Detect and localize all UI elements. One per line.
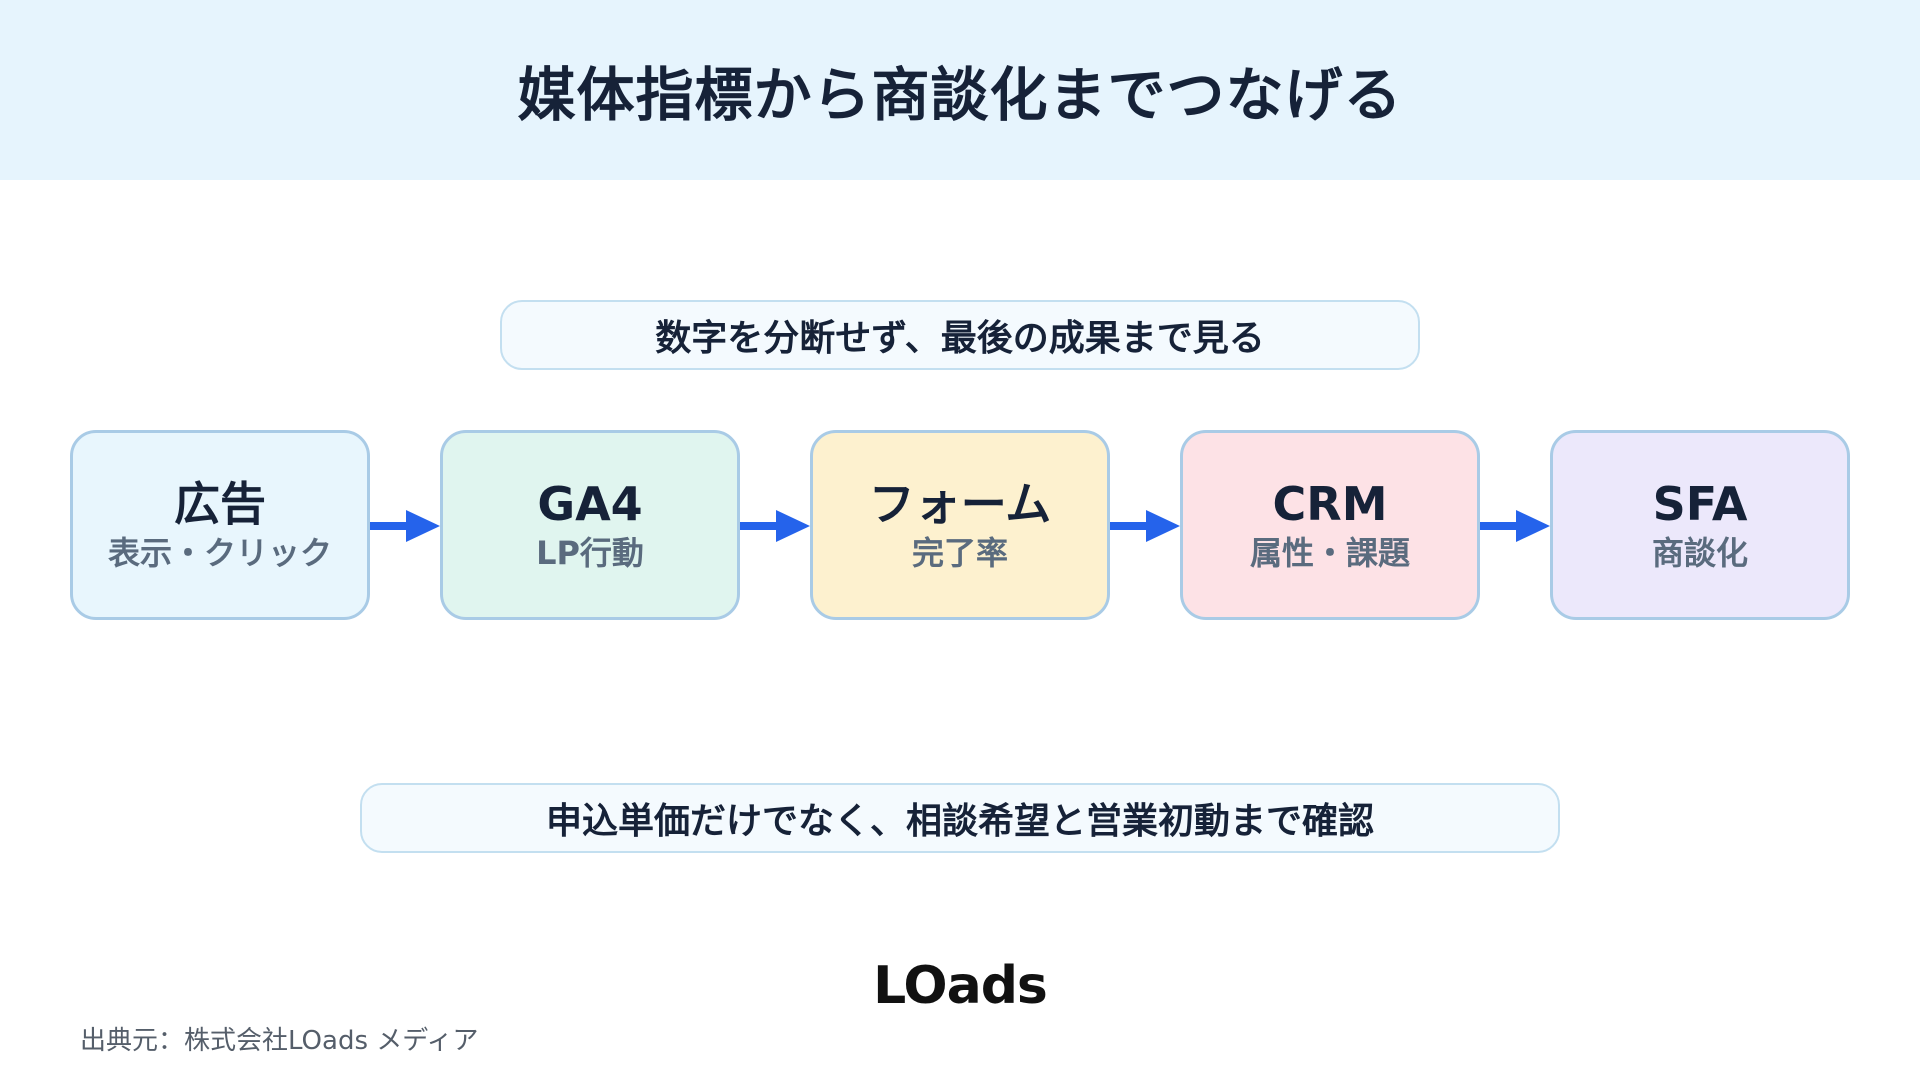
flow-step-subtitle: 属性・課題 xyxy=(1249,533,1410,572)
flow-step-subtitle: 表示・クリック xyxy=(107,533,332,572)
page-title: 媒体指標から商談化までつなげる xyxy=(517,61,1403,129)
flow-step-ad: 広告 表示・クリック xyxy=(70,430,370,620)
flow-step-subtitle: 商談化 xyxy=(1651,533,1748,572)
flow-step-title: GA4 xyxy=(537,477,643,532)
flow-step-subtitle: 完了率 xyxy=(911,533,1008,572)
arrow-right-icon xyxy=(740,510,810,542)
loads-logo: LOads xyxy=(870,956,1050,1016)
flow-step-title: 広告 xyxy=(174,477,266,532)
top-message-text: 数字を分断せず、最後の成果まで見る xyxy=(655,318,1265,359)
flow-step-crm: CRM 属性・課題 xyxy=(1180,430,1480,620)
source-caption: 出典元：株式会社LOads メディア xyxy=(80,1026,479,1056)
arrow-right-icon xyxy=(1110,510,1180,542)
bottom-message-pill: 申込単価だけでなく、相談希望と営業初動まで確認 xyxy=(360,783,1560,853)
flow-step-title: CRM xyxy=(1272,477,1388,532)
arrow-right-icon xyxy=(1480,510,1550,542)
flow-diagram: 広告 表示・クリック GA4 LP行動 フォーム 完了率 CRM 属性・課題 S… xyxy=(70,430,1850,620)
flow-step-ga4: GA4 LP行動 xyxy=(440,430,740,620)
logo-text: LOads xyxy=(873,956,1048,1016)
top-message-pill: 数字を分断せず、最後の成果まで見る xyxy=(500,300,1420,370)
bottom-message-text: 申込単価だけでなく、相談希望と営業初動まで確認 xyxy=(545,801,1374,842)
arrow-right-icon xyxy=(370,510,440,542)
flow-step-subtitle: LP行動 xyxy=(536,533,644,572)
flow-step-form: フォーム 完了率 xyxy=(810,430,1110,620)
flow-step-sfa: SFA 商談化 xyxy=(1550,430,1850,620)
header-banner: 媒体指標から商談化までつなげる xyxy=(0,0,1920,180)
flow-step-title: SFA xyxy=(1652,477,1748,532)
flow-step-title: フォーム xyxy=(868,477,1052,532)
